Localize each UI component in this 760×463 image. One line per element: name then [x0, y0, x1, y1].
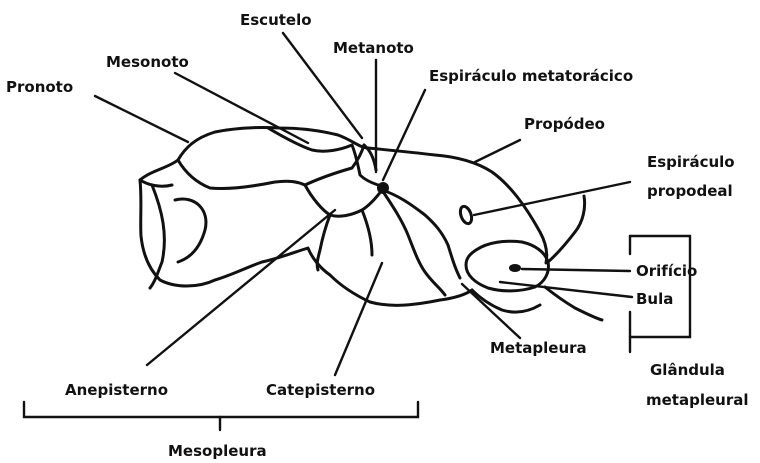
label-propodeo: Propódeo [524, 115, 605, 133]
label-catepisterno: Catepisterno [266, 381, 375, 399]
label-espiraculo-propodeal-line2: propodeal [647, 182, 733, 200]
label-glandula-line2: metapleural [646, 391, 749, 409]
label-orificio: Orifício [636, 262, 697, 280]
label-anepisterno: Anepisterno [65, 381, 168, 399]
leader-espiraculo-metatoracico [383, 90, 425, 180]
leader-pronoto [95, 96, 188, 142]
label-glandula-line1: Glândula [650, 361, 725, 379]
label-metapleura: Metapleura [490, 339, 587, 357]
label-pronoto: Pronoto [6, 78, 73, 96]
label-espiraculo-metatoracico: Espiráculo metatorácico [429, 67, 633, 85]
metathoracic-spiracle-icon [377, 182, 389, 194]
mesopleura-bracket [24, 402, 418, 430]
leader-orificio [522, 269, 630, 271]
label-bula: Bula [636, 290, 673, 308]
leader-propodeo [475, 140, 520, 162]
label-mesopleura: Mesopleura [168, 442, 267, 460]
label-metanoto: Metanoto [333, 39, 414, 57]
label-escutelo: Escutelo [240, 11, 312, 29]
leader-espiraculo-propodeal [474, 182, 630, 215]
propodeal-spiracle-icon [458, 205, 474, 225]
leader-anepisterno [147, 210, 335, 365]
label-mesonoto: Mesonoto [106, 53, 189, 71]
leader-catepisterno [335, 263, 382, 375]
leader-mesonoto [175, 73, 308, 143]
gland-orifice-icon [509, 264, 521, 272]
label-espiraculo-propodeal-line1: Espiráculo [647, 153, 735, 171]
